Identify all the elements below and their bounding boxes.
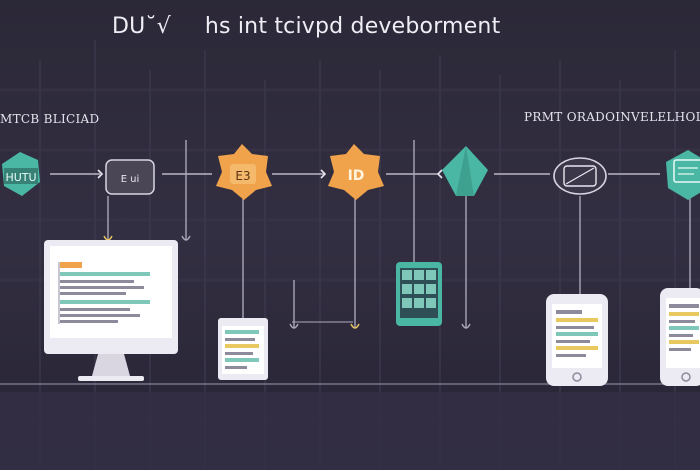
phone-illustration-1 bbox=[546, 294, 608, 386]
title-part-1: DU˘√ bbox=[112, 14, 171, 39]
node-1-text: HUTU bbox=[5, 171, 36, 184]
node-1-hexagon: HUTU bbox=[2, 152, 40, 196]
arrowhead bbox=[97, 169, 104, 179]
node-2-box: E ui bbox=[105, 159, 155, 195]
page-title: DU˘√ hs int tcivpd deveborment bbox=[112, 14, 500, 39]
title-part-2: hs int tcivpd deveborment bbox=[204, 14, 501, 39]
node-4-star-badge: ID bbox=[328, 144, 384, 200]
node-2-text: E ui bbox=[121, 174, 140, 185]
tablet-grid-illustration bbox=[396, 262, 442, 326]
node-3-star-badge: E3 bbox=[216, 144, 272, 200]
node-3-text: E3 bbox=[235, 169, 250, 183]
node-6-device-ellipse bbox=[553, 157, 607, 195]
node-7-hexagon bbox=[666, 150, 700, 200]
desktop-monitor-illustration bbox=[44, 240, 178, 381]
left-label: MTCB BLICIAD bbox=[0, 112, 100, 126]
right-label: PRMT ORADOINVELELHOL bbox=[524, 110, 700, 124]
tablet-list-illustration bbox=[218, 318, 268, 380]
arrowhead bbox=[320, 169, 327, 179]
phone-illustration-2 bbox=[660, 288, 700, 386]
node-4-text: ID bbox=[348, 168, 365, 184]
drop-lines bbox=[103, 140, 691, 329]
node-5-gem-icon bbox=[442, 146, 488, 196]
arrowhead bbox=[436, 169, 443, 179]
flow-connectors bbox=[50, 169, 660, 179]
